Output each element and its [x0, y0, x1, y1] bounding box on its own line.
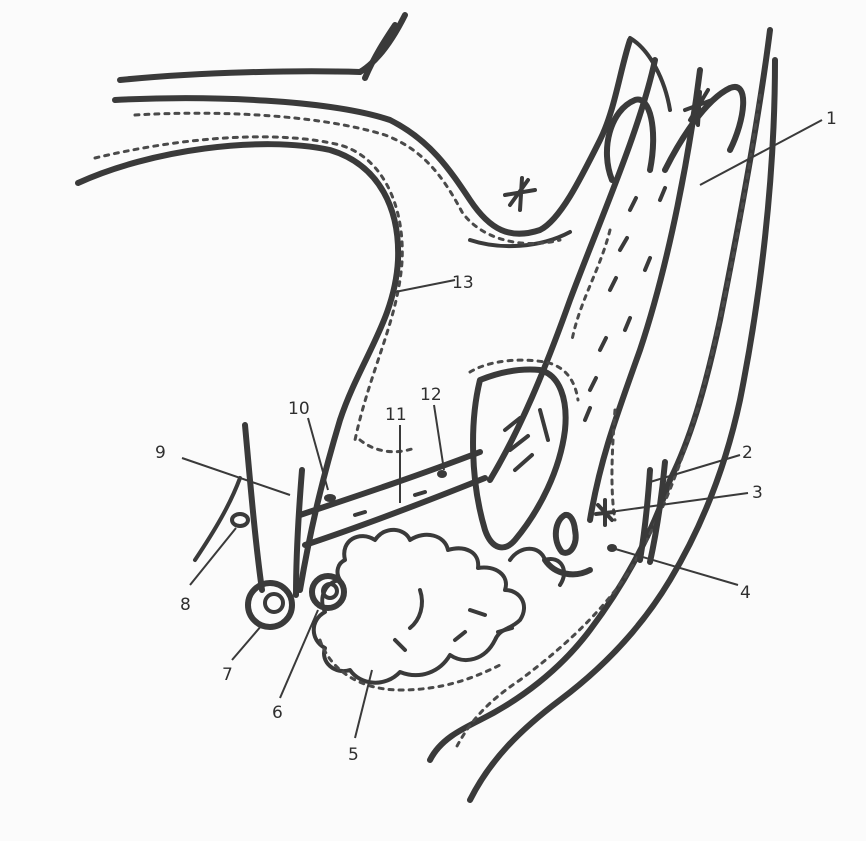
leader-1 [700, 120, 822, 185]
label-4: 4 [740, 583, 751, 603]
label-7: 7 [222, 665, 233, 685]
label-12: 12 [420, 385, 442, 405]
leader-13 [395, 280, 455, 292]
vessel-section-7 [248, 583, 292, 627]
label-10: 10 [288, 399, 310, 419]
label-1: 1 [826, 109, 837, 129]
leader-12 [434, 405, 444, 470]
leader-lines [182, 120, 822, 738]
small-structures-2-4 [545, 500, 617, 574]
small-vessel-8 [232, 514, 248, 526]
label-13: 13 [452, 273, 474, 293]
leader-10 [308, 418, 328, 490]
label-3: 3 [752, 483, 763, 503]
label-6: 6 [272, 703, 283, 723]
upper-branch-structure [115, 15, 630, 246]
label-2: 2 [742, 443, 753, 463]
right-oblique-vessels [430, 30, 775, 800]
left-vertical-vessels [195, 425, 302, 595]
label-9: 9 [155, 443, 166, 463]
duct-dot-10 [324, 494, 336, 502]
label-8: 8 [180, 595, 191, 615]
lobulated-gland-5 [314, 530, 564, 690]
duct-dot-12 [437, 470, 447, 478]
label-5: 5 [348, 745, 359, 765]
leader-7 [232, 625, 262, 660]
label-11: 11 [385, 405, 407, 425]
leader-3 [610, 493, 748, 512]
